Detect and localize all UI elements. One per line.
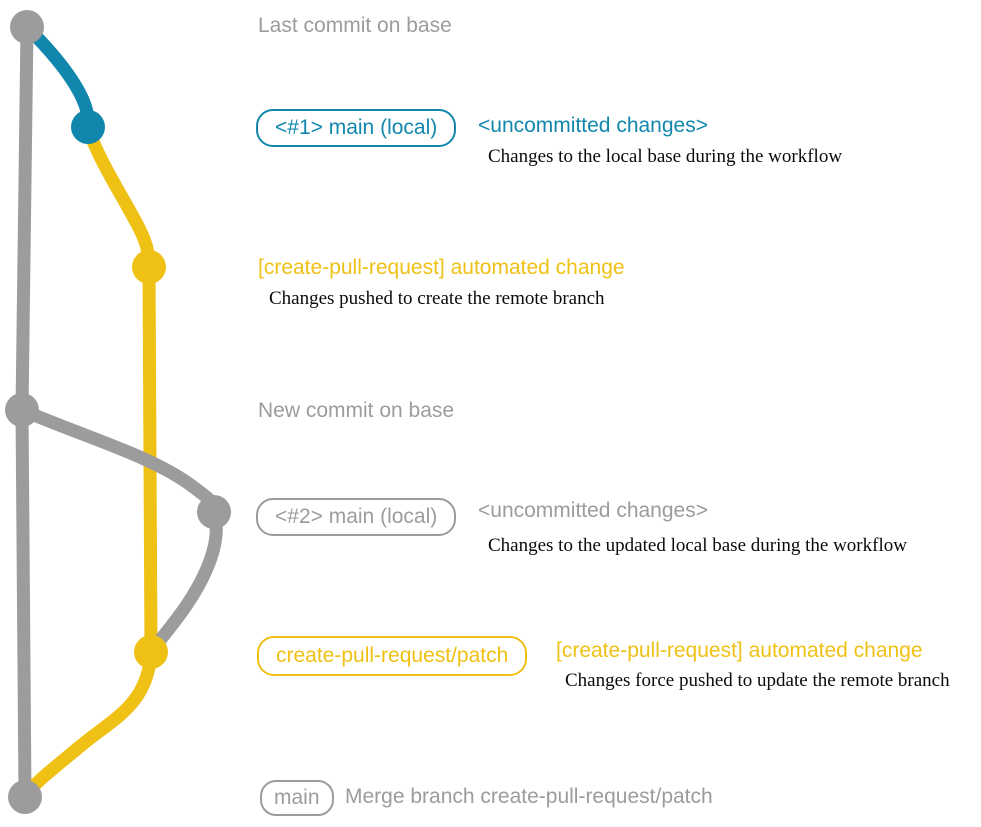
uncommitted-changes-2-label: <uncommitted changes> [478, 499, 708, 522]
branch-badge-main-label: main [260, 780, 334, 816]
patch-branch-line [19, 125, 158, 801]
automated-change-2-title: [create-pull-request] automated change [556, 639, 923, 662]
uncommitted-changes-2-description: Changes to the updated local base during… [488, 535, 907, 556]
merge-commit-label: Merge branch create-pull-request/patch [345, 785, 713, 808]
branch-badge-main-local-2-label: <#2> main (local) [256, 498, 457, 536]
automated-change-1-description: Changes pushed to create the remote bran… [269, 288, 605, 309]
updated-local-branch-line [19, 404, 223, 656]
branch-badge-main-local-1-label: <#1> main (local) [256, 109, 457, 147]
commit-node-uncommitted-1 [71, 110, 105, 144]
branch-badge-main-local-1: <#1> main (local) [256, 109, 457, 147]
commit-node-automated-2 [134, 635, 168, 669]
commit-node-merge [8, 780, 42, 814]
automated-change-2-description: Changes force pushed to update the remot… [565, 670, 950, 691]
branch-badge-patch-label: create-pull-request/patch [257, 636, 528, 676]
commit-node-new-base [5, 393, 39, 427]
branch-badge-main-local-2: <#2> main (local) [256, 498, 457, 536]
new-commit-label: New commit on base [258, 399, 455, 422]
uncommitted-changes-1-description: Changes to the local base during the wor… [488, 146, 843, 167]
commit-node-automated-1 [132, 250, 166, 284]
last-commit-label: Last commit on base [258, 14, 452, 37]
commit-node-last-base [10, 10, 44, 44]
commit-node-uncommitted-2 [197, 495, 231, 529]
automated-change-1-title: [create-pull-request] automated change [258, 256, 625, 279]
branch-badge-patch: create-pull-request/patch [257, 636, 528, 676]
commit-graph [5, 10, 231, 814]
branch-badge-main: main [260, 780, 334, 816]
uncommitted-changes-1-label: <uncommitted changes> [478, 114, 708, 137]
local-changes-branch-line [22, 22, 95, 128]
